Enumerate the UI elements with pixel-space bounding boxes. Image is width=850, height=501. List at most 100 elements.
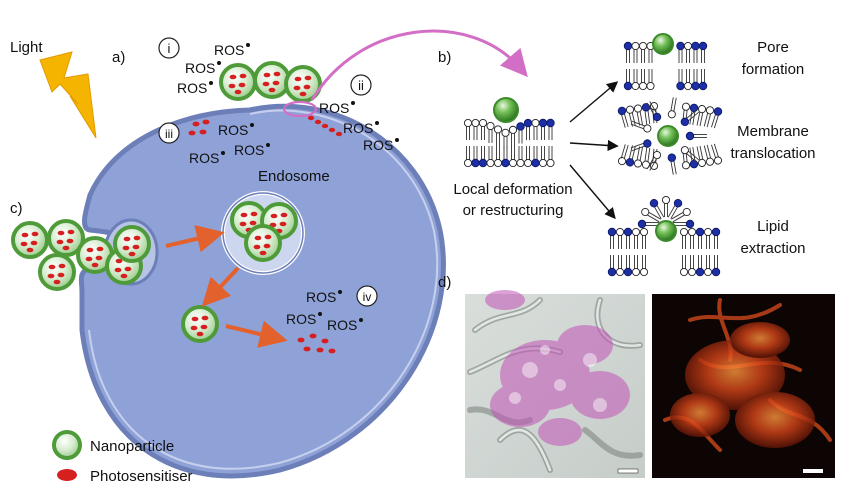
cell-body <box>78 103 446 479</box>
lipid-white <box>615 254 625 277</box>
contact-highlight <box>282 100 318 118</box>
scale-bar <box>803 469 823 473</box>
nanoparticle-icon <box>253 61 291 99</box>
membrane-photosensitiser <box>307 115 343 137</box>
svg-text:iii: iii <box>165 127 173 141</box>
lipid-white <box>631 41 640 64</box>
ros-label: ROS <box>189 150 219 166</box>
lipid-white <box>703 254 713 277</box>
lipid-white <box>463 145 473 168</box>
lipid-white <box>631 227 641 250</box>
panel-b-label: b) <box>438 49 451 66</box>
lipid-white <box>615 227 625 250</box>
deformation-caption-1: Local deformation <box>453 181 572 198</box>
light-label: Light <box>10 39 43 56</box>
svg-text:iv: iv <box>363 290 372 304</box>
lipid-blue <box>623 68 633 91</box>
extraction-caption-2: extraction <box>740 240 805 257</box>
cytosol-photosensitiser <box>188 119 210 136</box>
legend: Nanoparticle Photosensitiser <box>52 430 193 485</box>
nanoparticle-icon <box>38 253 76 291</box>
lipid-white <box>679 254 689 277</box>
lipid-white <box>538 145 548 168</box>
lipid-blue <box>478 145 488 168</box>
released-photosensitiser <box>297 333 336 354</box>
ros-label: ROS <box>363 137 393 153</box>
lipid-blue <box>637 219 660 229</box>
svg-text:i: i <box>168 41 171 56</box>
lipid-white <box>493 125 503 147</box>
lipid-white <box>631 68 640 91</box>
lipid-blue <box>629 138 653 154</box>
lipid-white <box>486 121 495 144</box>
lipid-blue <box>691 41 700 64</box>
lipid-blue <box>623 41 633 64</box>
lipid-white <box>516 145 525 168</box>
nanoparticle-icon <box>244 224 282 262</box>
lipid-white <box>667 96 679 119</box>
extraction-caption-1: Lipid <box>757 218 789 235</box>
pore-nanoparticle-icon <box>652 33 674 55</box>
lipid-blue <box>666 152 679 176</box>
lipid-blue <box>685 131 708 141</box>
nanoparticle-icon <box>219 63 257 101</box>
lipid-blue <box>711 227 721 250</box>
cell-membrane-highlight <box>88 109 439 470</box>
extraction-arrow <box>569 164 616 220</box>
deformation-membrane <box>463 118 555 168</box>
lipid-white <box>638 41 648 64</box>
step-ii-marker: ii <box>350 74 372 96</box>
lipid-white <box>683 41 693 64</box>
lipid-white <box>501 128 510 151</box>
extraction-nanoparticle-icon <box>655 220 677 242</box>
lipid-white <box>629 118 653 134</box>
lipid-white <box>679 227 689 250</box>
step-i-marker: i <box>158 37 180 59</box>
escape-arrow <box>201 266 240 307</box>
lipid-white <box>683 68 693 91</box>
pore-caption-2: formation <box>742 61 805 78</box>
ros-label: ROS <box>218 122 248 138</box>
panel-c-label: c) <box>10 200 23 217</box>
lipid-white <box>546 145 555 168</box>
panel-a-label: a) <box>112 49 125 66</box>
lipid-blue <box>695 254 705 277</box>
ros-label: ROS <box>319 100 349 116</box>
lipid-blue <box>623 227 633 250</box>
legend-nanoparticle-label: Nanoparticle <box>90 438 174 455</box>
legend-photosensitiser-label: Photosensitiser <box>90 468 193 485</box>
lipid-white <box>463 118 473 141</box>
lipid-blue <box>516 122 525 144</box>
membrane-nanoparticle-icon <box>493 97 519 123</box>
lipid-white <box>638 68 648 91</box>
brightfield-micrograph <box>465 290 645 478</box>
lipid-white <box>493 145 503 168</box>
lipid-white <box>639 227 649 250</box>
lipid-white <box>486 145 495 168</box>
lipid-blue <box>676 68 685 91</box>
lipid-blue <box>523 118 533 141</box>
zoom-arrow <box>310 29 528 101</box>
release-arrow <box>225 320 288 348</box>
translocation-arrow <box>569 139 619 152</box>
lipid-white <box>471 118 480 141</box>
lipid-white <box>661 195 671 218</box>
svg-text:ii: ii <box>358 78 364 93</box>
lipid-blue <box>531 145 540 168</box>
lipid-blue <box>695 227 705 250</box>
lipid-white <box>531 118 540 141</box>
lipid-blue <box>607 254 617 277</box>
ros-label: ROS <box>327 317 357 333</box>
scale-bar <box>617 468 639 474</box>
ros-label: ROS <box>214 42 244 58</box>
nanoparticle-icon <box>181 305 219 343</box>
pore-caption-1: Pore <box>757 39 789 56</box>
lipid-blue <box>672 219 695 229</box>
lipid-blue <box>698 41 708 64</box>
deformation-caption-2: or restructuring <box>463 202 564 219</box>
lipid-blue <box>546 118 555 141</box>
lipid-blue <box>623 254 633 277</box>
legend-photosensitiser-icon <box>57 469 77 481</box>
